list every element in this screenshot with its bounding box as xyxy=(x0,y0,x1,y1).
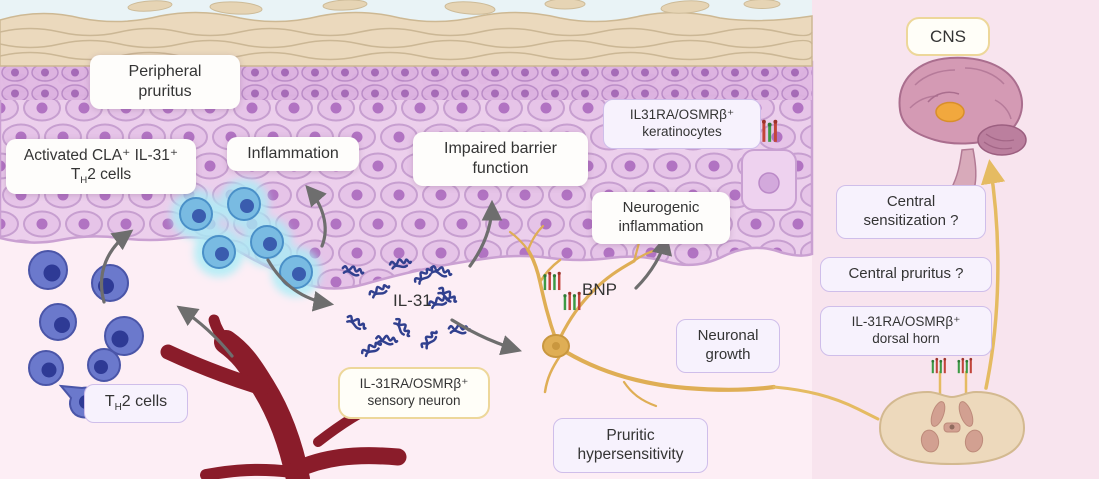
label-th2-cells-text: TH2 cells xyxy=(105,392,167,415)
label-inflammation: Inflammation xyxy=(227,137,359,171)
label-bnp: BNP xyxy=(582,280,617,299)
stratum-corneum-illustration xyxy=(0,0,813,67)
arrow-vessel-to-cells xyxy=(176,305,234,358)
th2-sub: H xyxy=(114,402,122,414)
arrow-il31-to-neuron xyxy=(450,318,522,356)
th2-prefix: T xyxy=(104,393,115,410)
label-dorsal-horn: IL-31RA/OSMRβ⁺ dorsal horn xyxy=(820,306,992,356)
neural-pathway-arrows xyxy=(772,159,1006,421)
label-il31: IL-31 xyxy=(393,291,432,310)
activated-th2-cells-illustration xyxy=(171,179,321,297)
activated-suffix: 2 cells xyxy=(87,166,132,184)
arrow-to-inflammation xyxy=(305,184,327,248)
label-central-sensitization: Central sensitization ? xyxy=(836,185,986,239)
activated-prefix: Activated CLA⁺ IL-31⁺ T xyxy=(23,147,179,184)
arrow-cells-to-il31 xyxy=(266,258,335,312)
arrow-to-barrier xyxy=(468,199,503,268)
arrow-cells-activate xyxy=(99,229,134,304)
arrow-cord-to-brain xyxy=(980,159,1006,390)
activated-sub: H xyxy=(80,175,88,187)
label-activated-th2-text: Activated CLA⁺ IL-31⁺ TH2 cells xyxy=(17,146,185,187)
label-neurogenic-inflammation: Neurogenic inflammation xyxy=(592,192,730,244)
spinal-cord-illustration xyxy=(878,390,1026,466)
dorsal-root-lines xyxy=(938,370,968,398)
th2-suffix: 2 cells xyxy=(121,393,168,410)
label-activated-th2: Activated CLA⁺ IL-31⁺ TH2 cells xyxy=(6,139,196,195)
label-cns: CNS xyxy=(906,17,990,57)
label-neuronal-growth: Neuronal growth xyxy=(676,319,780,373)
label-peripheral-pruritus: Peripheral pruritus xyxy=(90,55,240,109)
label-pruritic-hypersensitivity: Pruritic hypersensitivity xyxy=(553,418,708,473)
label-sensory-neuron: IL-31RA/OSMRβ⁺ sensory neuron xyxy=(338,367,490,419)
label-keratinocytes: IL31RA/OSMRβ⁺ keratinocytes xyxy=(603,99,761,149)
brain-illustration xyxy=(898,56,1027,192)
label-central-pruritus: Central pruritus ? xyxy=(820,257,992,292)
axon-to-cord-path xyxy=(772,385,880,421)
label-th2-cells: TH2 cells xyxy=(84,384,188,423)
label-impaired-barrier: Impaired barrier function xyxy=(413,132,588,186)
